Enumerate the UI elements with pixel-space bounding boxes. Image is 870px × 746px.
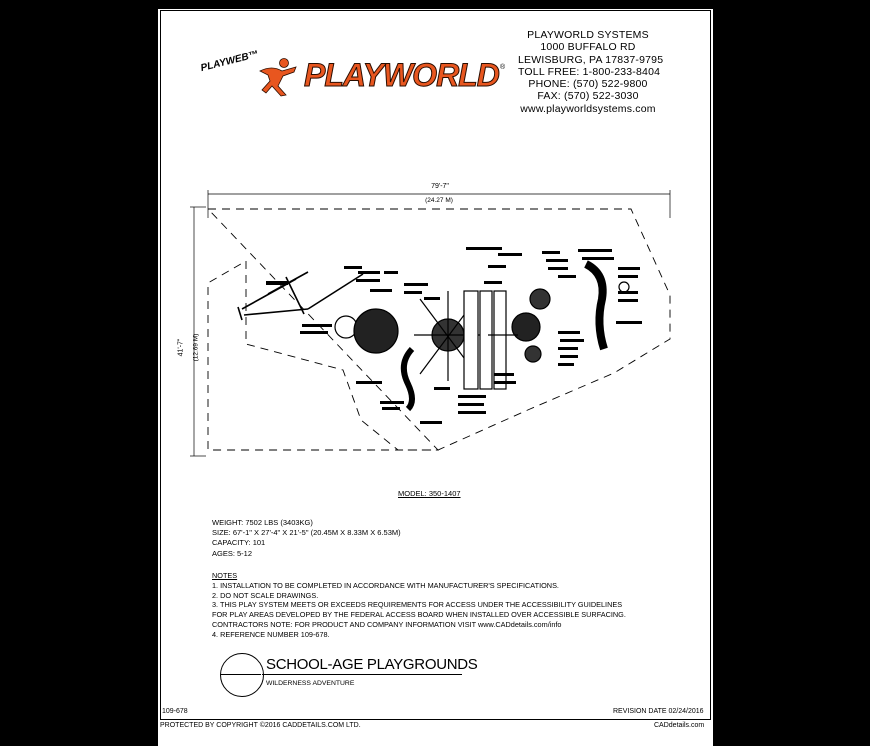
plan-width-ft: 79'-7" <box>431 183 449 190</box>
model-number: MODEL: 350-1407 <box>398 489 461 498</box>
registered-mark: ® <box>500 64 506 71</box>
play-structures <box>334 260 630 412</box>
play-area-boundary <box>206 208 671 451</box>
plan-depth-m: (12.69 M) <box>192 333 200 362</box>
plan-width-m: (24.27 M) <box>425 197 453 204</box>
site-plan-drawing <box>190 190 671 457</box>
note-item: 1. INSTALLATION TO BE COMPLETED IN ACCOR… <box>212 580 559 590</box>
revision-date: REVISION DATE 02/24/2016 <box>613 708 704 715</box>
company-website: www.playworldsystems.com <box>520 102 656 115</box>
plan-depth-ft: 41'-7" <box>177 338 185 357</box>
note-item: FOR PLAY AREAS DEVELOPED BY THE FEDERAL … <box>212 610 626 620</box>
component-labels <box>266 247 642 424</box>
notes-section: NOTES 1. INSTALLATION TO BE COMPLETED IN… <box>212 571 626 640</box>
company-phone: PHONE: (570) 522-9800 <box>528 78 648 91</box>
reference-number: 109-678 <box>162 708 188 715</box>
drawing-subtitle: WILDERNESS ADVENTURE <box>266 680 355 687</box>
note-item: CONTRACTORS NOTE: FOR PRODUCT AND COMPAN… <box>212 619 562 629</box>
spec-capacity: CAPACITY: 101 <box>212 538 266 548</box>
drawing-title: SCHOOL-AGE PLAYGROUNDS <box>266 656 478 673</box>
playworld-wordmark: PLAYWORLD <box>304 57 501 94</box>
sheet-border <box>160 10 711 720</box>
notes-heading: NOTES <box>212 571 238 580</box>
title-underline <box>262 674 462 675</box>
company-toll-free: TOLL FREE: 1-800-233-8404 <box>518 65 661 78</box>
title-symbol-line <box>221 674 261 675</box>
company-street: 1000 BUFFALO RD <box>540 41 636 54</box>
company-address: PLAYWORLD SYSTEMS 1000 BUFFALO RD LEWISB… <box>518 29 664 115</box>
specifications: WEIGHT: 7502 LBS (3403KG) SIZE: 67'-1" X… <box>212 518 401 559</box>
dimension-lines <box>190 190 671 457</box>
title-block-symbol <box>220 653 264 697</box>
drawing-sheet: PLAYWEB™ PLAYWORLD ® PLAYWORLD SYSTEMS 1… <box>158 9 713 746</box>
company-fax: FAX: (570) 522-3030 <box>537 90 639 103</box>
caddetails-link[interactable]: CADdetails.com <box>654 722 705 729</box>
note-item: 3. THIS PLAY SYSTEM MEETS OR EXCEEDS REQ… <box>212 600 623 610</box>
note-item: 2. DO NOT SCALE DRAWINGS. <box>212 590 319 600</box>
spec-size: SIZE: 67'-1" X 27'-4" X 21'-5" (20.45M X… <box>212 528 401 538</box>
swing-frames <box>237 271 364 321</box>
spec-ages: AGES: 5-12 <box>212 548 253 558</box>
note-item: 4. REFERENCE NUMBER 109-678. <box>212 629 330 639</box>
playworld-figure-icon <box>259 58 297 97</box>
company-city: LEWISBURG, PA 17837-9795 <box>518 53 664 66</box>
copyright-notice: PROTECTED BY COPYRIGHT ©2016 CADDETAILS.… <box>160 722 361 729</box>
spec-weight: WEIGHT: 7502 LBS (3403KG) <box>212 518 313 527</box>
company-name: PLAYWORLD SYSTEMS <box>527 29 649 41</box>
